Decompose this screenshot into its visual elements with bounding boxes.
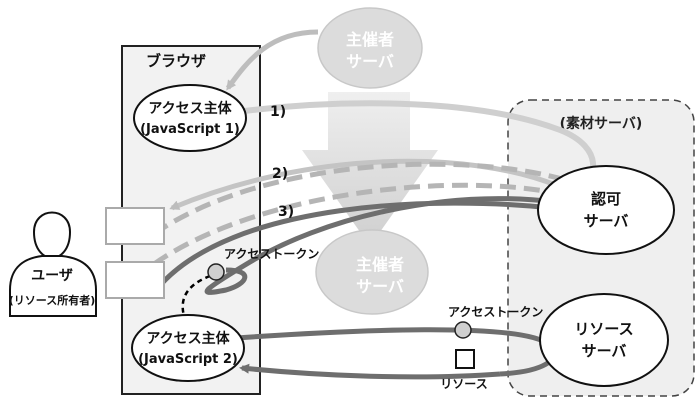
actor1-line1: アクセス主体 <box>148 100 232 117</box>
token-label-2: アクセストークン <box>448 305 543 319</box>
host-server-top-line1: 主催者 <box>346 30 394 49</box>
host-server-top <box>317 7 423 89</box>
token-circle-1 <box>207 263 225 281</box>
actor1-ellipse <box>133 84 247 152</box>
resource-request-arrow <box>235 327 557 377</box>
actor2-ellipse <box>131 314 245 382</box>
user-line1: ユーザ <box>31 268 73 284</box>
browser-window-lower <box>105 261 165 299</box>
step3-flow-line <box>154 200 553 292</box>
step2-return-arrow <box>169 158 559 211</box>
step1-label: 1) <box>270 104 286 120</box>
material-group-label: (素材サーバ) <box>560 115 643 132</box>
token-circle-2 <box>454 321 472 339</box>
step3-label: 3) <box>278 204 294 220</box>
resource-return-arrow <box>239 363 501 380</box>
resource-label: リソース <box>440 377 487 391</box>
host-server-middle-line1: 主催者 <box>356 255 404 274</box>
browser-label: ブラウザ <box>146 52 206 70</box>
step2-dashed-lower <box>152 182 561 267</box>
host-server-middle <box>315 229 429 315</box>
user-figure-icon <box>9 211 97 317</box>
actor2-line1: アクセス主体 <box>146 330 230 347</box>
resource-server-line1: リソース <box>574 320 633 338</box>
browser-window-upper <box>105 207 165 245</box>
host-server-top-line2: サーバ <box>346 52 394 71</box>
step2-label: 2) <box>272 166 288 182</box>
host-to-browser-arrow <box>225 29 319 91</box>
token-label-1: アクセストークン <box>224 247 319 261</box>
auth-server-line1: 認可 <box>591 190 621 208</box>
auth-server-ellipse <box>537 165 675 255</box>
host-server-middle-line2: サーバ <box>356 277 404 296</box>
resource-server-ellipse <box>539 293 669 387</box>
resource-server-line2: サーバ <box>582 342 627 360</box>
auth-server-line2: サーバ <box>584 212 629 230</box>
step2-dashed-arrow <box>152 161 567 237</box>
resource-square <box>455 349 475 369</box>
actor2-line2: (JavaScript 2) <box>138 352 238 367</box>
actor1-line2: (JavaScript 1) <box>140 122 240 137</box>
user-line2: (リソース所有者) <box>9 293 96 307</box>
